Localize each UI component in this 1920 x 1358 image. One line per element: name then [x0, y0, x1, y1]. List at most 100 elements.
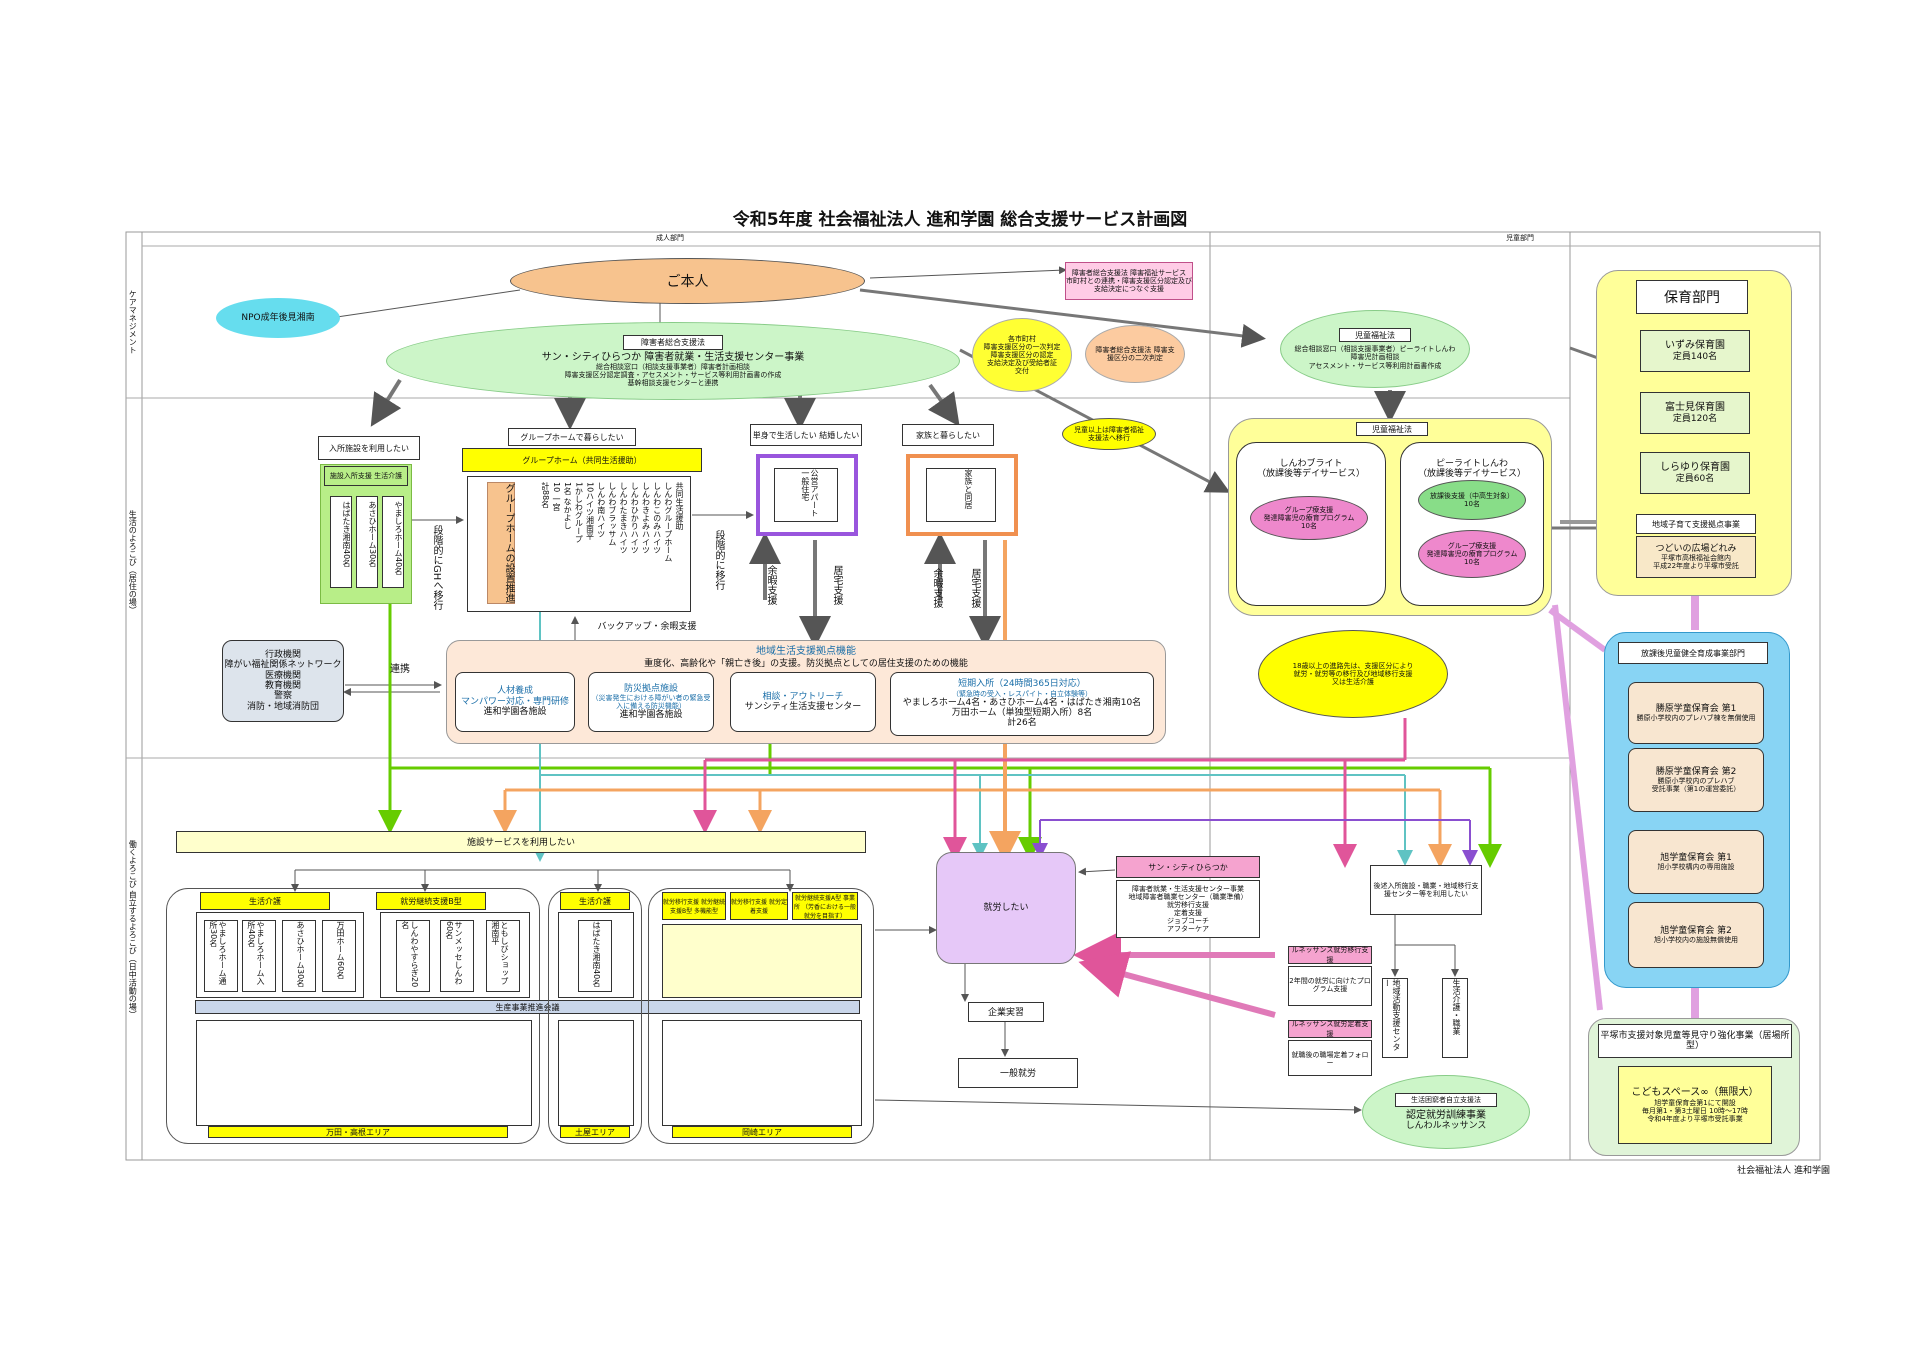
north-detail-box	[662, 1020, 862, 1126]
peilight-box: ピーライトしんわ （放課後等デイサービス）	[1400, 442, 1544, 606]
indep-inner: 公営アパート 一般住宅	[774, 468, 838, 522]
kanryo-v1: 地域活動支援センター	[1382, 978, 1408, 1058]
want-indep: 単身で生活したい 結婚したい	[750, 424, 862, 446]
peilight-pink: グループ療支援 発達障害児の療育プログラム 10名	[1418, 530, 1526, 578]
renkei-label: 連携	[390, 664, 410, 675]
pl-pink-line: 10名	[1464, 558, 1480, 567]
hub-soudan-title: 相談・アウトリーチ	[762, 691, 844, 702]
transition-small-ellipse: 児童以上は障害者福祉 支援法へ移行	[1062, 418, 1156, 450]
bright-sub: （放課後等デイサービス）	[1256, 469, 1365, 480]
nintei-sub: しんわルネッサンス	[1405, 1121, 1487, 1132]
gh-list-item: 1名 なかよし	[563, 482, 573, 530]
sun-line: 障害者就業・生活支援センター事業	[1132, 884, 1244, 893]
gh-list-item: しんわグループホーム	[663, 482, 673, 562]
admin-box: 行政機関 障がい福祉関係ネットワーク 医療機関 教育機関 警察 消防・地域消防団	[222, 640, 344, 722]
city-line-4: 支給決定及び受給者証	[987, 359, 1057, 368]
south-detail-box	[196, 1020, 532, 1126]
person-ellipse: ご本人	[510, 258, 865, 304]
hub-bousai-org: 進和学園各施設	[619, 710, 683, 721]
hoiku-item-name: 富士見保育園	[1665, 402, 1725, 414]
row-label-care: ケアマネジメント	[128, 290, 138, 354]
child-consult-ellipse: 児童福祉法 総合相談窓口（相談支援事業者）ピーライトしんわ 障害児計画相談 アセ…	[1280, 310, 1470, 388]
south-seikatsu-2: やましろホーム入所40名	[242, 920, 276, 992]
peilight-title: ピーライトしんわ	[1435, 459, 1508, 469]
facility-home-3: やましろホーム40名	[382, 496, 404, 588]
hub-bousai: 防災拠点施設 （災害発生における障がい者の緊急受入に備える防災機能） 進和学園各…	[588, 672, 714, 732]
notice-line-1: 障害者総合支援法 障害福祉サービス	[1071, 268, 1187, 277]
want-gh: グループホームで暮らしたい	[508, 428, 636, 446]
kodomo-line: 毎月第1・第3土曜日 10時〜17時	[1642, 1106, 1748, 1115]
gh-list-item: しんわ南ハイツ	[596, 482, 606, 538]
south-shuro-3: ともしびショップ湘南平	[486, 920, 520, 992]
houkago-item-title: 旭学童保育会 第2	[1660, 925, 1732, 936]
npo-ellipse: NPO成年後見湘南	[216, 298, 340, 338]
gh-list-item: しんわこのみハイツ	[652, 482, 662, 554]
hub-subtitle: 重度化、高齢化や「親亡き後」の支援。防災拠点としての居住支援のための機能	[644, 659, 968, 669]
kodomo-name: こどもスペース∞（無限大）	[1631, 1087, 1759, 1099]
pl-pink-line: グループ療支援	[1447, 541, 1497, 550]
city-ellipse: 各市町村 障害支援区分の一次判定 障害支援区分の認定 支給決定及び受給者証 交付	[972, 318, 1072, 392]
admin-item: 教育機関	[264, 681, 301, 691]
nintei-ellipse: 生活困窮者自立支援法 認定就労訓練事業 しんわルネッサンス	[1362, 1075, 1530, 1149]
kanryo-box: 後述入所施設・職業・地域移行支援センター等を利用したい	[1370, 865, 1482, 915]
ippan-box: 一般就労	[958, 1058, 1078, 1088]
backup-label: バックアップ・余暇支援	[597, 622, 697, 632]
hoiku-title: 保育部門	[1636, 280, 1748, 314]
city-line-1: 各市町村	[1008, 334, 1036, 343]
mid-tag: 生活介護	[560, 892, 630, 910]
houkago-item-desc: 受託事業（第1の運営委託）	[1651, 785, 1741, 794]
south-tag-shuro: 就労継続支援B型	[376, 892, 486, 910]
bright-title: しんわブライト	[1279, 459, 1343, 469]
kodomo-line: 旭学童保育会第1にて開設	[1654, 1098, 1736, 1107]
child-section-header: 児童部門	[1506, 234, 1534, 242]
sun-line: 定着支援	[1174, 909, 1202, 917]
gh-list: 共同生活援助 しんわグループホーム しんわこのみハイツ しんわきよみハイツ しん…	[524, 482, 684, 604]
home-label-2: 居宅支援	[969, 568, 980, 608]
pl-green-line: 放課後支援（中高生対象）	[1430, 491, 1514, 500]
sun-line: ジョブコーチ	[1167, 917, 1209, 926]
page-title: 令和5年度 社会福祉法人 進和学園 総合支援サービス計画図	[732, 210, 1188, 230]
work-want-label: 就労したい	[983, 902, 1029, 913]
ren-ikou-tag: ルネッサンス就労移行支援	[1288, 946, 1372, 964]
bright-pink: グループ療支援 発達障害児の療育プログラム 10名	[1250, 496, 1368, 540]
hub-tanki-total: 計26名	[1007, 718, 1037, 729]
north-tag-1: 就労移行支援 就労継続支援B型 多機能型	[662, 892, 726, 920]
gh-label: グループホームの設置推進	[487, 482, 515, 604]
hub-tanki-sub: （緊急時の受入・レスパイト・自立体験等）	[952, 689, 1092, 698]
north-tag-3: 就労継続支援A型 事業所 （芳香における一般就労を目指す）	[792, 892, 858, 920]
houkago-title: 放課後児童健全育成事業部門	[1618, 642, 1768, 664]
hoiku-item-cap: 定員120名	[1672, 413, 1718, 424]
houkago-item-desc: 勝原小学校内のプレハブ棟を無償使用	[1636, 714, 1756, 723]
gh-list-item: しんわきよみハイツ	[641, 482, 651, 554]
admin-item: 医療機関	[264, 670, 301, 681]
gh-list-item: 共同生活援助	[675, 482, 684, 530]
consult-ellipse: 障害者総合支援法 サン・シティひらつか 障害者就業・生活支援センター事業 総合相…	[386, 322, 960, 400]
tsudoi-line: 平成22年度より平塚市受託	[1653, 562, 1739, 571]
hoiku-chiiki: 地域子育て支援拠点事業	[1636, 514, 1756, 534]
gh-list-item: 計88名	[540, 482, 550, 509]
person-label: ご本人	[666, 274, 709, 290]
home-label-1: 居宅支援	[831, 565, 842, 605]
child-consult-line: アセスメント・サービス等利用計画書作成	[1308, 361, 1442, 370]
south-seikatsu-4: 万田ホーム60名	[322, 920, 356, 992]
north-tag-2: 就労移行支援 就労定着支援	[730, 892, 788, 920]
admin-item: 障がい福祉関係ネットワーク	[224, 660, 342, 671]
stage-label: 段階的に移行	[713, 530, 724, 590]
north-area-label: 岡崎エリア	[672, 1126, 852, 1138]
sun-line: 地域障害者職業センター（職業準備）	[1128, 892, 1248, 901]
hub-jinzai-title: 人材養成	[496, 686, 533, 697]
want-family: 家族と暮らしたい	[902, 424, 994, 446]
child-consult-tag: 児童福祉法	[1339, 328, 1411, 343]
peilight-sub: （放課後等デイサービス）	[1417, 469, 1526, 480]
south-seikatsu-1: やましろホーム通所30名	[204, 920, 238, 992]
gh-list-item: しんわたまきハイツ	[619, 482, 629, 554]
child-welfare-tag: 児童福祉法	[1356, 422, 1428, 436]
mid-seikatsu-1: はばたき湘南40名	[578, 920, 612, 992]
south-area	[166, 888, 540, 1144]
review-label: 障害者総合支援法 障害支援区分の二次判定	[1095, 345, 1175, 362]
houkago-item-title: 勝原学童保育会 第2	[1655, 766, 1737, 777]
north-area	[648, 888, 874, 1144]
houkago-item-desc: 旭小学校構内の専用施設	[1657, 863, 1735, 872]
consult-line-2: 総合相談窓口（相談支援事業者）障害者計画相談	[596, 363, 750, 372]
notice-line-2: 市町村との連携・障害支援区分認定及び支給決定につなぐ支援	[1066, 276, 1192, 294]
